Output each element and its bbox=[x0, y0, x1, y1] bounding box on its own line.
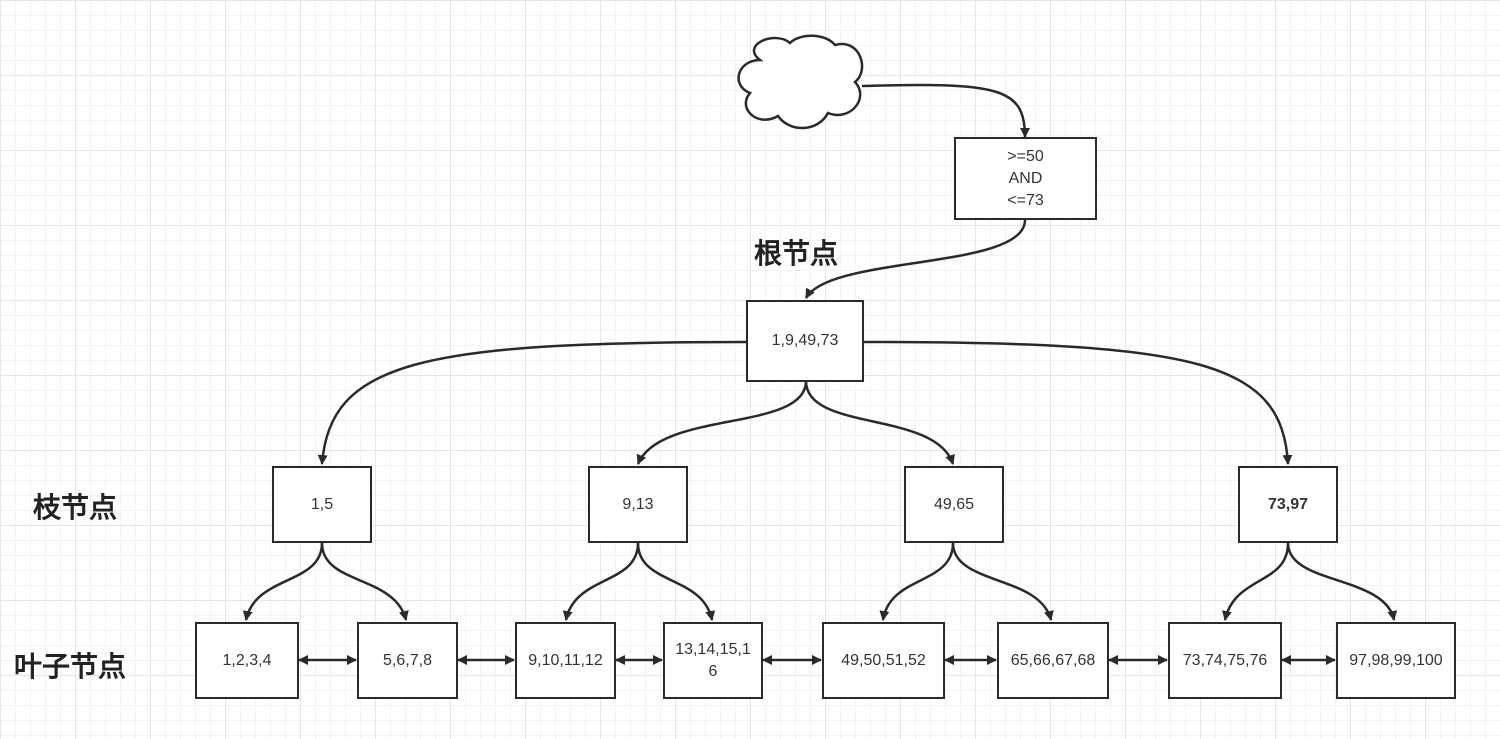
leaf-node-4: 13,14,15,16 bbox=[663, 622, 763, 699]
leaf-node-2: 5,6,7,8 bbox=[357, 622, 458, 699]
cloud-to-query-arrow bbox=[861, 83, 1030, 138]
leaf-node-6: 65,66,67,68 bbox=[997, 622, 1109, 699]
branch-4-to-leaf-7-arrow bbox=[1222, 542, 1290, 621]
branch-2-to-leaf-4-arrow bbox=[636, 542, 716, 621]
branch-node-4: 73,97 bbox=[1238, 466, 1338, 543]
branch-4-to-leaf-8-arrow bbox=[1286, 542, 1398, 621]
leaf-node-3: 9,10,11,12 bbox=[515, 622, 616, 699]
root-node: 1,9,49,73 bbox=[746, 300, 864, 382]
branch-3-to-leaf-5-arrow bbox=[879, 542, 955, 621]
leaf-node-1: 1,2,3,4 bbox=[195, 622, 299, 699]
branch-node-1: 1,5 bbox=[272, 466, 372, 543]
branch-2-to-leaf-3-arrow bbox=[562, 542, 640, 621]
root-to-branch-3-arrow bbox=[804, 380, 955, 465]
leaf-node-label: 叶子节点 bbox=[14, 650, 127, 683]
leaf-node-7: 73,74,75,76 bbox=[1168, 622, 1282, 699]
root-to-branch-1-arrow bbox=[317, 340, 747, 465]
root-node-label: 根节点 bbox=[754, 237, 839, 270]
branch-1-to-leaf-2-arrow bbox=[320, 542, 409, 621]
query-to-root-arrow bbox=[804, 219, 1027, 299]
branch-3-to-leaf-6-arrow bbox=[951, 542, 1054, 621]
query-condition-box: >=50 AND <=73 bbox=[954, 137, 1097, 220]
branch-node-2: 9,13 bbox=[588, 466, 688, 543]
leaf-node-5: 49,50,51,52 bbox=[822, 622, 945, 699]
leaf-node-8: 97,98,99,100 bbox=[1336, 622, 1456, 699]
branch-node-3: 49,65 bbox=[904, 466, 1004, 543]
root-to-branch-4-arrow bbox=[863, 340, 1293, 465]
root-to-branch-2-arrow bbox=[636, 380, 808, 465]
cloud-icon bbox=[737, 34, 864, 130]
branch-node-label: 枝节点 bbox=[33, 491, 118, 524]
branch-1-to-leaf-1-arrow bbox=[242, 542, 324, 621]
